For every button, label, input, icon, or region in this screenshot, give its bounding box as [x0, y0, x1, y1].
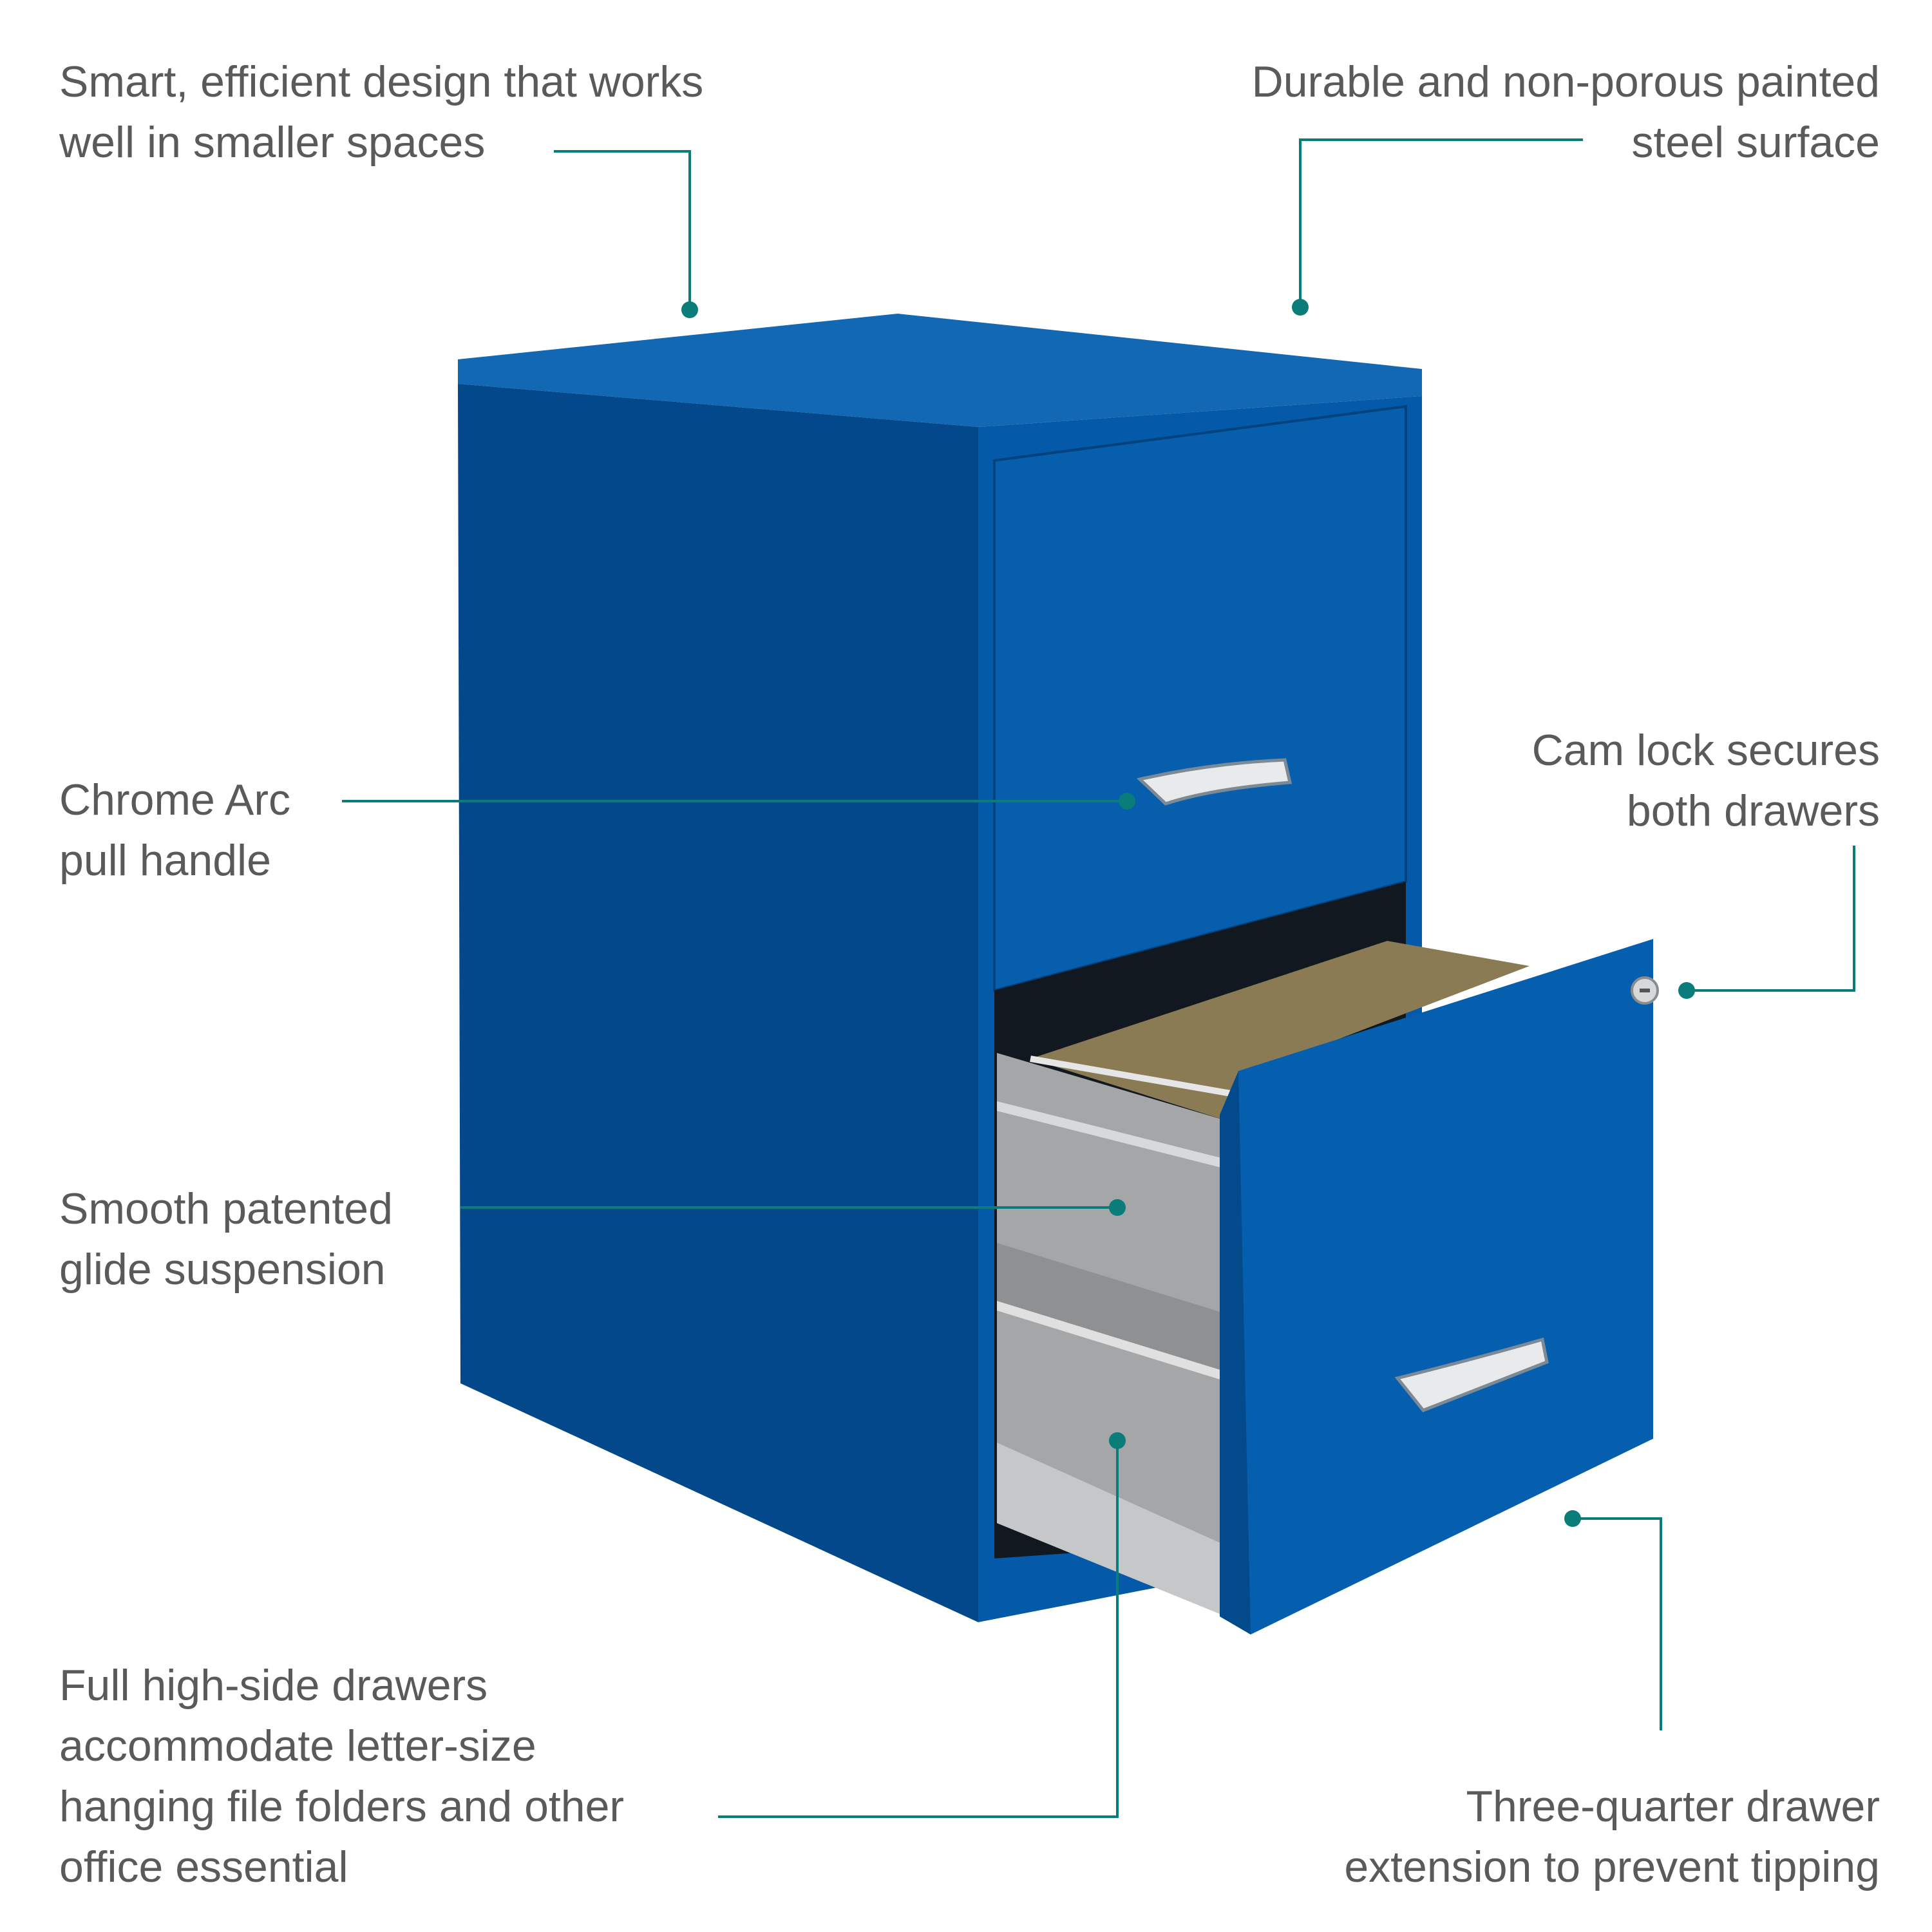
- callout-text: steel surface: [1631, 118, 1880, 167]
- callout-text: hanging file folders and other: [59, 1782, 625, 1831]
- callout-text: Cam lock secures: [1531, 726, 1880, 775]
- callout-text: both drawers: [1626, 786, 1880, 835]
- callout-text: Smart, efficient design that works: [59, 57, 704, 106]
- callout-dots: [681, 299, 1695, 1527]
- callout-text: well in smaller spaces: [59, 118, 486, 167]
- cabinet-top: [458, 314, 1422, 427]
- callout-text: accommodate letter-size: [59, 1721, 536, 1770]
- callout-text: extension to prevent tipping: [1344, 1842, 1880, 1891]
- cabinet-left-side: [458, 384, 978, 1622]
- callout-text: glide suspension: [59, 1245, 386, 1294]
- callout-compact-design: Smart, efficient design that works well …: [59, 52, 703, 173]
- chrome-arc-handle-bottom: [1394, 1337, 1549, 1412]
- callout-glide-suspension: Smooth patented glide suspension: [59, 1179, 393, 1300]
- callout-drawer-extension: Three-quarter drawer extension to preven…: [1344, 1776, 1880, 1897]
- callout-text: Three-quarter drawer: [1466, 1782, 1880, 1831]
- callout-text: office essential: [59, 1842, 348, 1891]
- callout-painted-steel: Durable and non-porous painted steel sur…: [1252, 52, 1880, 173]
- cam-lock-icon: [1631, 976, 1659, 1005]
- hanging-file-folders: [1030, 941, 1530, 1121]
- callout-pull-handle: Chrome Arc pull handle: [59, 770, 290, 891]
- callout-lines: [342, 138, 1855, 1818]
- callout-text: Durable and non-porous painted: [1251, 57, 1880, 106]
- callout-cam-lock: Cam lock secures both drawers: [1532, 720, 1880, 841]
- callout-high-side-drawers: Full high-side drawers accommodate lette…: [59, 1655, 624, 1897]
- callout-text: Chrome Arc: [59, 775, 290, 824]
- chrome-arc-handle-top: [1136, 758, 1293, 806]
- callout-text: pull handle: [59, 836, 271, 885]
- bottom-drawer-front: [1220, 939, 1653, 1634]
- callout-text: Full high-side drawers: [59, 1661, 488, 1710]
- callout-text: Smooth patented: [59, 1184, 393, 1233]
